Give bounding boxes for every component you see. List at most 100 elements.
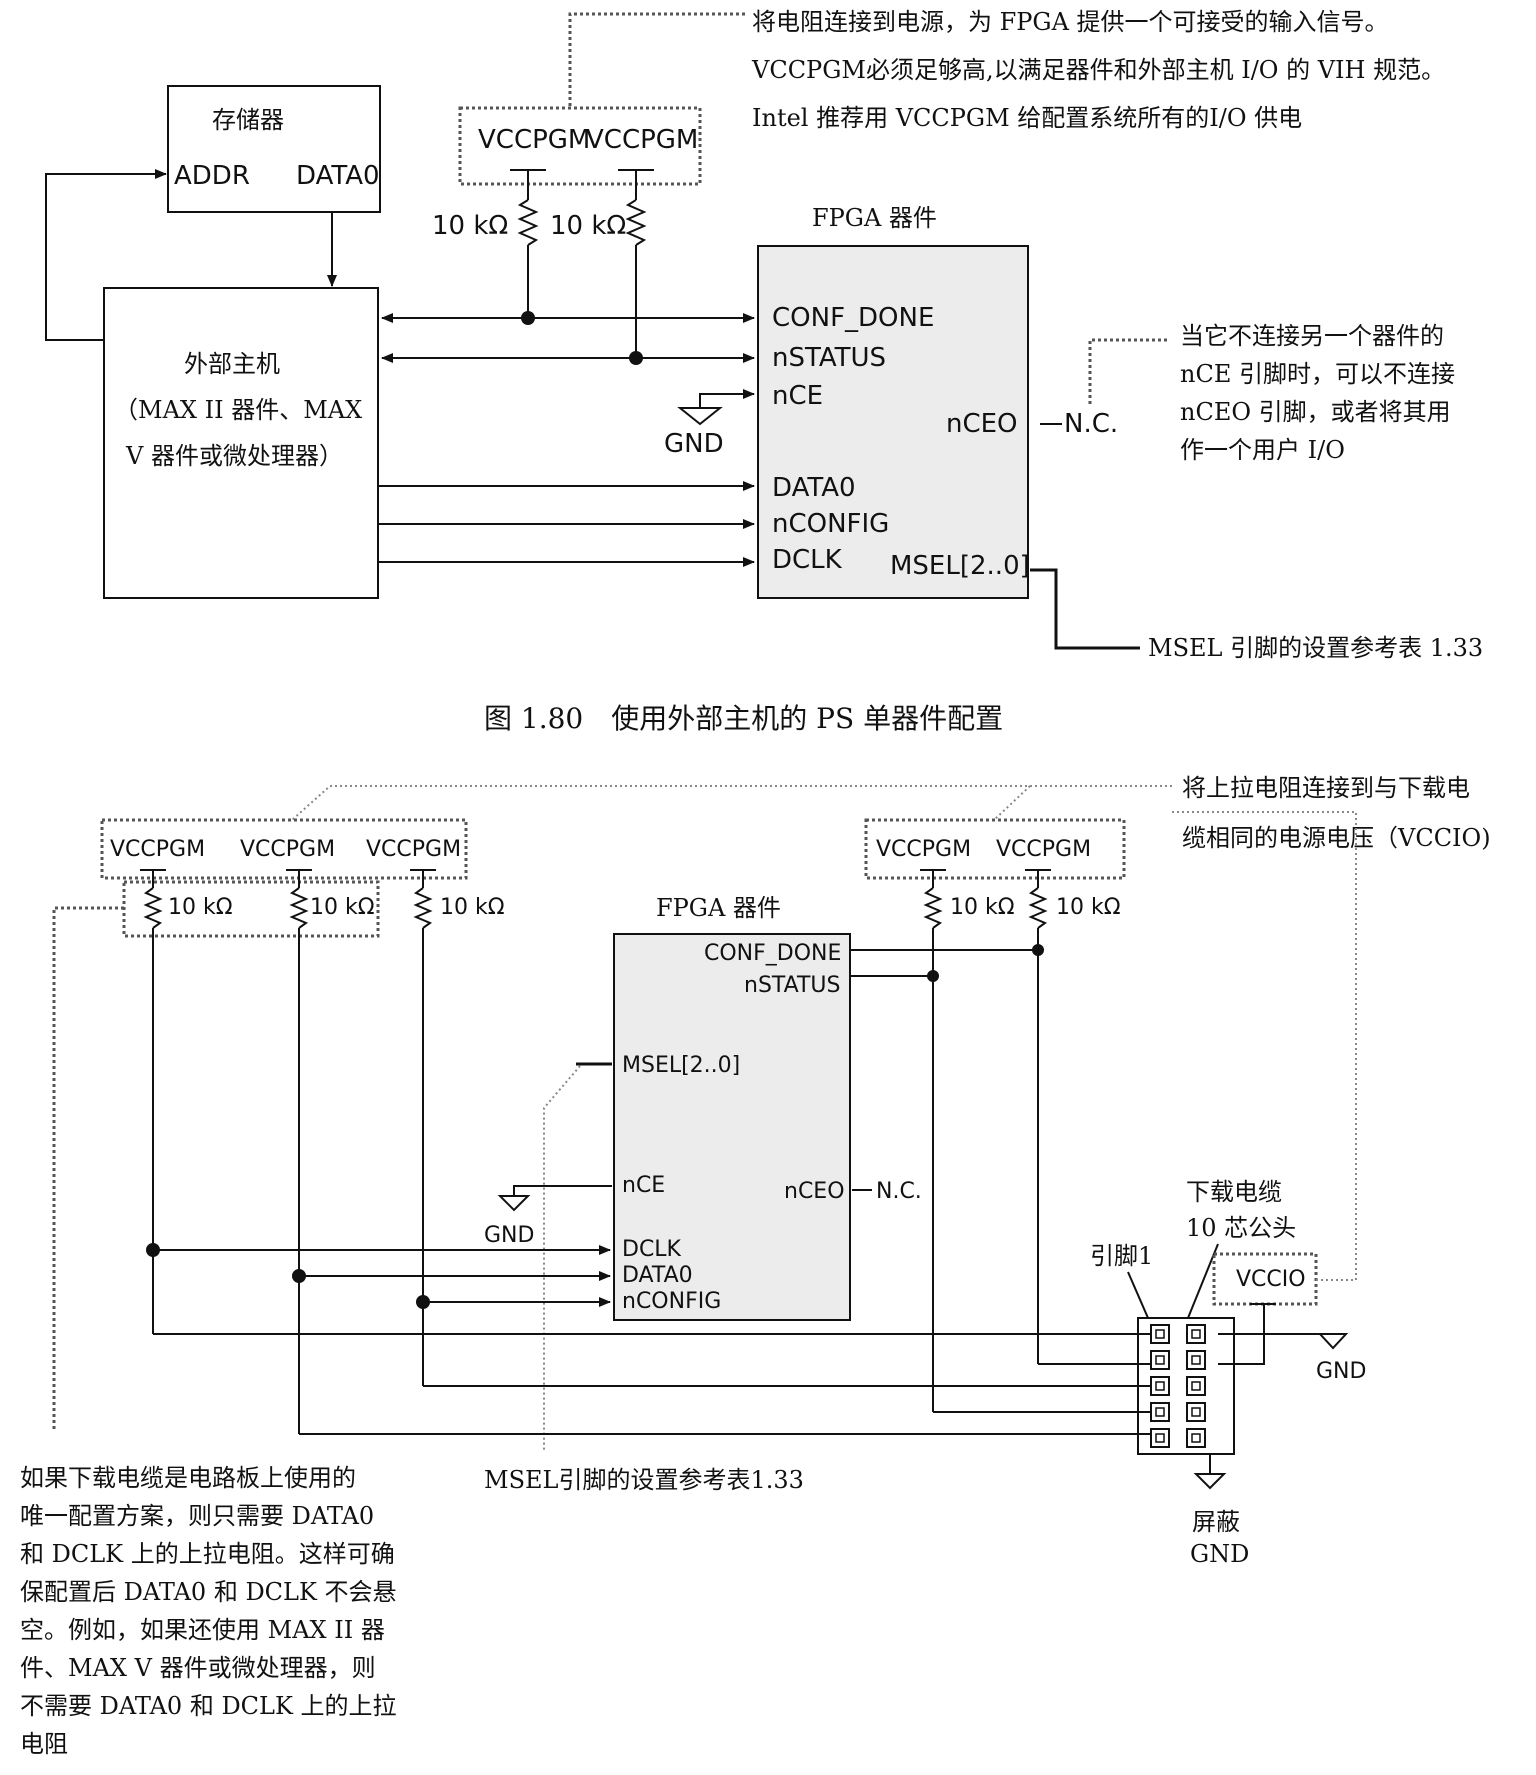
header-pin-5 bbox=[1150, 1376, 1170, 1396]
nstatus-junction bbox=[629, 351, 643, 365]
nceo-nc-label: N.C. bbox=[1064, 409, 1118, 439]
note-left-line-7: 不需要 DATA0 和 DCLK 上的上拉 bbox=[20, 1692, 397, 1720]
fpga2-pin-nstatus: nSTATUS bbox=[744, 973, 841, 998]
header-pin-10-contact bbox=[1191, 1433, 1201, 1443]
header-pin-4 bbox=[1186, 1350, 1206, 1370]
fpga2-nce-wire bbox=[513, 1185, 612, 1196]
header-pin-9-contact bbox=[1155, 1433, 1165, 1443]
note-left-line-1: 如果下载电缆是电路板上使用的 bbox=[20, 1464, 356, 1492]
fpga2-pin-nce: nCE bbox=[622, 1173, 665, 1198]
vccio-label: VCCIO bbox=[1236, 1267, 1306, 1292]
note-right-leader-right bbox=[993, 785, 1031, 821]
cable-title-2: 10 芯公头 bbox=[1186, 1214, 1296, 1242]
pin-nce: nCE bbox=[772, 381, 823, 411]
pullup-resistor-right-2 bbox=[1025, 869, 1051, 1364]
header-pin-1 bbox=[1150, 1324, 1170, 1344]
pin-nceo: nCEO bbox=[946, 409, 1018, 439]
header-vccio-wire bbox=[1218, 1304, 1265, 1365]
pullup-resistor-1 bbox=[510, 169, 546, 318]
gnd-left-icon bbox=[497, 1195, 531, 1212]
res-left-1-value: 10 kΩ bbox=[168, 895, 233, 920]
note-left-leader bbox=[52, 906, 124, 1430]
note-top-line-2: VCCPGM必须足够高,以满足器件和外部主机 I/O 的 VIH 规范。 bbox=[751, 56, 1445, 84]
header-pin-7 bbox=[1150, 1402, 1170, 1422]
pin-conf-done: CONF_DONE bbox=[772, 303, 934, 333]
header-pin-7-contact bbox=[1155, 1407, 1165, 1417]
pin1-pointer bbox=[1127, 1271, 1149, 1319]
gnd-1-label: GND bbox=[664, 429, 724, 459]
fpga2-pin-conf-done: CONF_DONE bbox=[704, 941, 841, 966]
gnd-1-icon bbox=[677, 407, 723, 426]
header-pin-8-contact bbox=[1191, 1407, 1201, 1417]
vcc-left-3: VCCPGM bbox=[366, 837, 461, 862]
resistor-2-value: 10 kΩ bbox=[550, 211, 626, 241]
note-left-line-2: 唯一配置方案，则只需要 DATA0 bbox=[20, 1502, 374, 1530]
header-pin-3-contact bbox=[1155, 1355, 1165, 1365]
figure-2: 将上拉电阻连接到与下载电 缆相同的电源电压（VCCIO) VCCPGM VCCP… bbox=[20, 774, 1491, 1758]
header-pin-5-contact bbox=[1155, 1381, 1165, 1391]
fpga2-pin-nconfig: nCONFIG bbox=[622, 1289, 721, 1314]
nconfig-junction bbox=[416, 1295, 430, 1309]
fpga2-pin-nceo: nCEO bbox=[784, 1179, 845, 1204]
note-left-line-4: 保配置后 DATA0 和 DCLK 不会悬 bbox=[20, 1578, 397, 1606]
msel-leader bbox=[1030, 568, 1140, 650]
header-pin-9 bbox=[1150, 1428, 1170, 1448]
note-nceo-line-1: 当它不连接另一个器件的 bbox=[1180, 322, 1444, 350]
memory-data0-pin: DATA0 bbox=[296, 161, 380, 191]
pin-dclk: DCLK bbox=[772, 545, 843, 575]
note-nceo-line-3: nCEO 引脚，或者将其用 bbox=[1180, 398, 1451, 426]
gnd-left-label: GND bbox=[484, 1223, 534, 1248]
header-pin-1-contact bbox=[1155, 1329, 1165, 1339]
host-line-3: V 器件或微处理器） bbox=[125, 442, 343, 470]
conf-done-junction-2 bbox=[1032, 944, 1044, 956]
note-left-line-8: 电阻 bbox=[20, 1730, 68, 1758]
figure-1-caption: 图 1.80 使用外部主机的 PS 单器件配置 bbox=[484, 702, 1003, 735]
note-top-line-1: 将电阻连接到电源，为 FPGA 提供一个可接受的输入信号。 bbox=[752, 8, 1389, 36]
res-left-2-value: 10 kΩ bbox=[310, 895, 375, 920]
vcc-right-group-box bbox=[864, 818, 1126, 880]
note-right-line-2: 缆相同的电源电压（VCCIO) bbox=[1182, 824, 1491, 852]
fpga2-pin-msel: MSEL[2..0] bbox=[622, 1053, 740, 1078]
note-right-line-1: 将上拉电阻连接到与下载电 bbox=[1182, 774, 1470, 802]
pin1-label: 引脚1 bbox=[1090, 1242, 1153, 1270]
vcc-left-2: VCCPGM bbox=[240, 837, 335, 862]
pullup-resistor-left-3 bbox=[410, 869, 436, 1386]
nce-wire bbox=[699, 389, 755, 408]
dclk-junction bbox=[146, 1243, 160, 1257]
note-top-leader bbox=[568, 12, 745, 108]
cable-title-1: 下载电缆 bbox=[1186, 1178, 1282, 1206]
pin-nconfig: nCONFIG bbox=[772, 509, 889, 539]
note-msel-2: MSEL引脚的设置参考表1.33 bbox=[484, 1466, 804, 1494]
pullup-resistor-left-2 bbox=[286, 869, 312, 1434]
vcc-right-2: VCCPGM bbox=[996, 837, 1091, 862]
note-nceo-leader bbox=[1088, 338, 1170, 404]
header-pin-6 bbox=[1186, 1376, 1206, 1396]
header-pin-4-contact bbox=[1191, 1355, 1201, 1365]
note-left-line-3: 和 DCLK 上的上拉电阻。这样可确 bbox=[20, 1540, 395, 1568]
vcc-label-2: VCCPGM bbox=[586, 125, 698, 155]
header-pin-3 bbox=[1150, 1350, 1170, 1370]
note-nceo-line-4: 作一个用户 I/O bbox=[1180, 436, 1345, 464]
res-left-3-value: 10 kΩ bbox=[440, 895, 505, 920]
nstatus-junction-2 bbox=[927, 970, 939, 982]
vcc-label-1: VCCPGM bbox=[478, 125, 590, 155]
pin-msel: MSEL[2..0] bbox=[890, 551, 1030, 581]
pullup-resistor-left-1 bbox=[140, 869, 166, 1334]
fpga-1-block bbox=[757, 245, 1029, 599]
external-host-block bbox=[103, 287, 379, 599]
resistor-1-value: 10 kΩ bbox=[432, 211, 508, 241]
header-pin-2-contact bbox=[1191, 1329, 1201, 1339]
shield-label-2: GND bbox=[1190, 1540, 1249, 1568]
pullup-resistor-2 bbox=[618, 169, 654, 358]
note-msel-1: MSEL 引脚的设置参考表 1.33 bbox=[1148, 634, 1483, 662]
header-pin-2 bbox=[1186, 1324, 1206, 1344]
host-to-addr-wire bbox=[45, 169, 167, 341]
fpga2-pin-data0: DATA0 bbox=[622, 1263, 693, 1288]
res-right-1-value: 10 kΩ bbox=[950, 895, 1015, 920]
memory-block bbox=[167, 85, 381, 213]
note-right-leader-left bbox=[291, 785, 1172, 821]
fpga-2-title: FPGA 器件 bbox=[656, 894, 781, 922]
memory-addr-pin: ADDR bbox=[174, 161, 250, 191]
note-left-line-6: 件、MAX V 器件或微处理器，则 bbox=[20, 1654, 376, 1682]
note-top-line-3: Intel 推荐用 VCCPGM 给配置系统所有的I/O 供电 bbox=[752, 104, 1302, 132]
